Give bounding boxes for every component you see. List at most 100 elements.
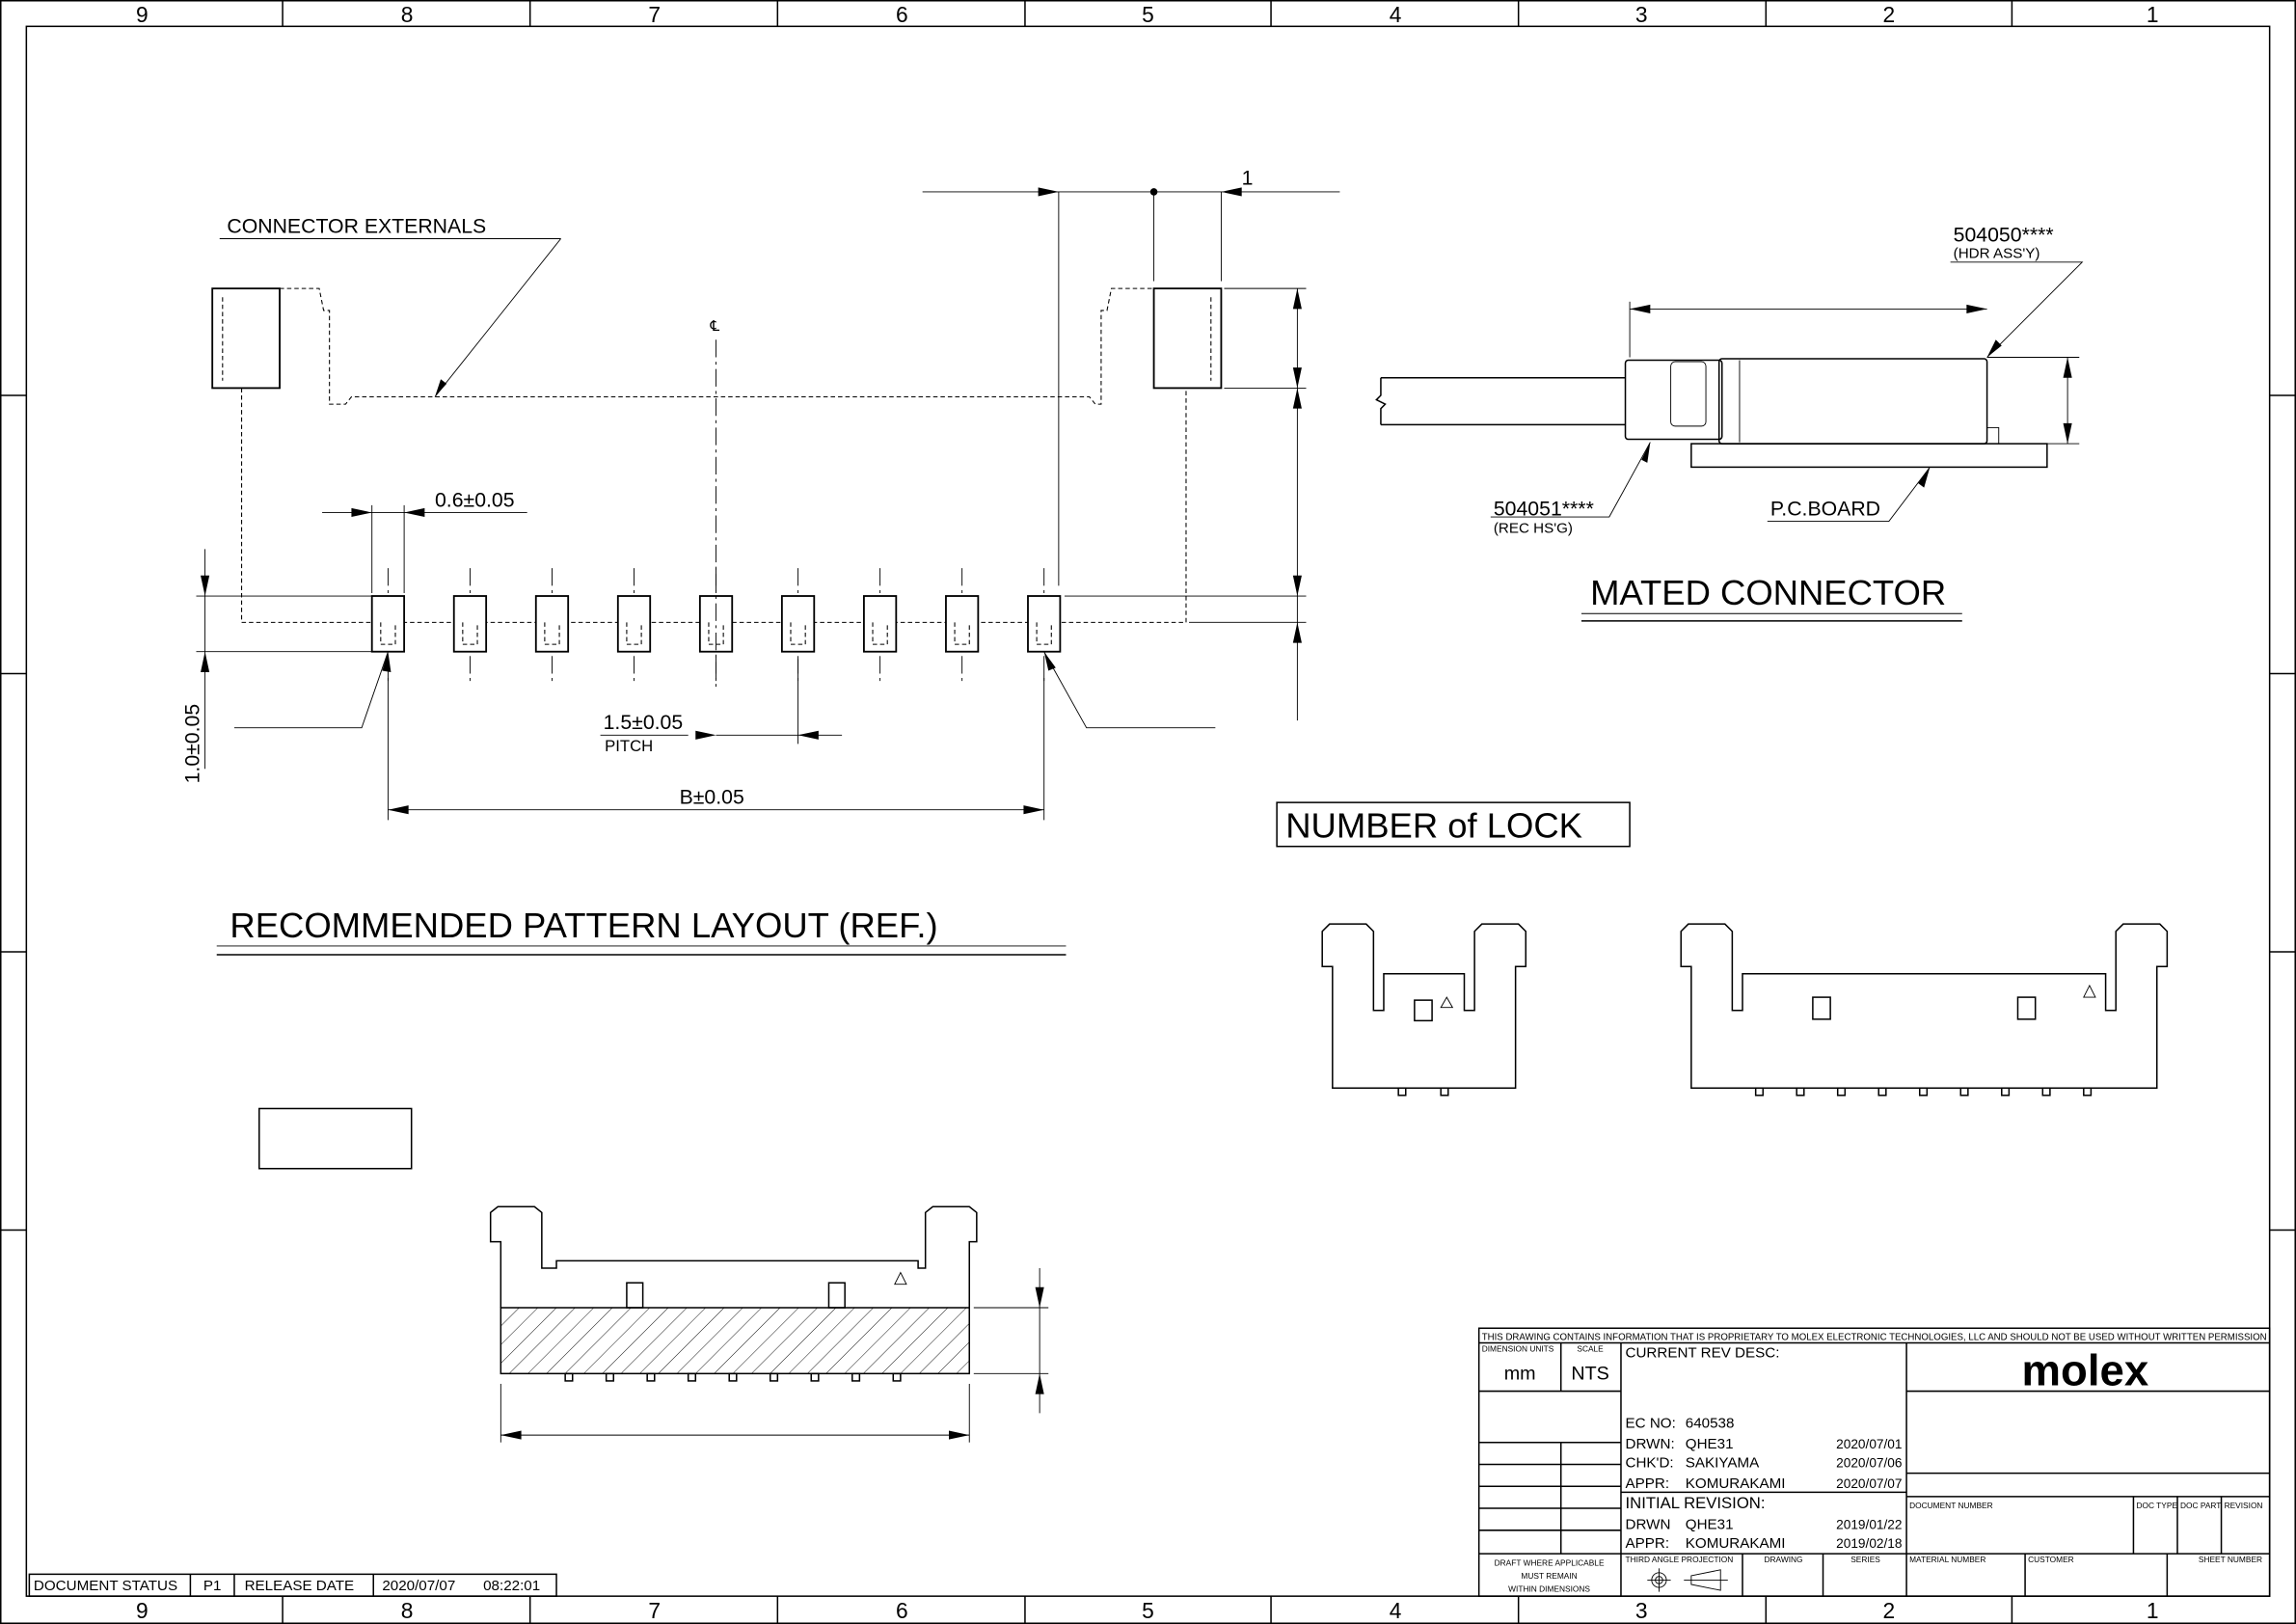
pin <box>1918 1087 1929 1096</box>
zone-label: 1 <box>2147 1598 2159 1623</box>
pin <box>728 1372 738 1382</box>
scale-label: SCALE <box>1577 1344 1604 1354</box>
scale-value: NTS <box>1571 1363 1608 1384</box>
document-status-bar: DOCUMENT STATUS P1 RELEASE DATE 2020/07/… <box>28 1573 557 1597</box>
chkd-date: 2020/07/06 <box>1836 1456 1902 1471</box>
header-part-number: 504050**** <box>1954 224 2054 247</box>
customer-label: CUSTOMER <box>2028 1555 2074 1564</box>
pin <box>646 1372 656 1382</box>
pitch-dimension: 1.5±0.05 <box>604 711 684 734</box>
pin <box>1836 1087 1847 1096</box>
sheet-number-label: SHEET NUMBER <box>2199 1555 2262 1564</box>
zone-label: 8 <box>401 2 414 27</box>
zone-label: 1 <box>2147 2 2159 27</box>
appr-value: KOMURAKAMI <box>1686 1475 1786 1492</box>
pin <box>605 1372 615 1382</box>
current-rev-desc-label: CURRENT REV DESC: <box>1626 1345 1780 1362</box>
ec-no-label: EC NO: <box>1626 1416 1676 1432</box>
drwn-date: 2020/07/01 <box>1836 1437 1902 1451</box>
pin <box>1959 1087 1969 1096</box>
pcb-label: P.C.BOARD <box>1770 498 1880 521</box>
revision-label: REVISION <box>2225 1501 2263 1510</box>
series-label: SERIES <box>1850 1555 1880 1564</box>
zone-label: 3 <box>1635 2 1648 27</box>
pad-length-dimension: 1.0±0.05 <box>181 704 204 784</box>
receptacle-part-number: 504051**** <box>1494 498 1594 521</box>
pin <box>810 1372 820 1382</box>
init-appr-value: KOMURAKAMI <box>1686 1535 1786 1552</box>
dimension-units-label: DIMENSION UNITS <box>1482 1344 1554 1354</box>
offset-dimension: 1 <box>1242 166 1254 189</box>
zone-label: 9 <box>136 1598 149 1623</box>
terminal-outline <box>872 622 888 645</box>
molex-logo: molex <box>2022 1345 2149 1394</box>
material-number-label: MATERIAL NUMBER <box>1909 1555 1985 1564</box>
init-drwn-value: QHE31 <box>1686 1516 1734 1532</box>
mated-connector-title: MATED CONNECTOR <box>1590 573 1946 612</box>
init-drwn-date: 2019/01/22 <box>1836 1517 1902 1531</box>
bottom-connector-view <box>489 1205 1049 1443</box>
pin <box>892 1372 902 1382</box>
signal-pad <box>616 595 652 653</box>
drawing-label: DRAWING <box>1765 1555 1803 1564</box>
pin <box>1796 1087 1805 1096</box>
doc-part-label: DOC PART <box>2180 1501 2221 1510</box>
pitch-label: PITCH <box>605 737 653 755</box>
pattern-layout-view: ℄ CONNECTOR EXTERNALS 0.6±0.05 1.0±0.05 … <box>181 166 1340 956</box>
release-date-value: 2020/07/07 <box>382 1578 455 1594</box>
document-number-label: DOCUMENT NUMBER <box>1909 1501 1993 1510</box>
pattern-layout-title: RECOMMENDED PATTERN LAYOUT (REF.) <box>230 906 937 945</box>
chkd-value: SAKIYAMA <box>1686 1455 1760 1472</box>
document-status-label: DOCUMENT STATUS <box>34 1578 177 1594</box>
draft-note-line-3: WITHIN DIMENSIONS <box>1508 1584 1590 1594</box>
pin <box>564 1372 574 1382</box>
lock-pad-left <box>211 287 281 390</box>
zone-label: 6 <box>896 2 908 27</box>
connector-externals-label: CONNECTOR EXTERNALS <box>227 214 486 237</box>
release-date-label: RELEASE DATE <box>245 1578 355 1594</box>
chkd-label: CHK'D: <box>1626 1455 1674 1472</box>
projection-label: THIRD ANGLE PROJECTION <box>1626 1555 1734 1564</box>
drwn-value: QHE31 <box>1686 1436 1734 1452</box>
pin <box>2083 1087 2093 1096</box>
zone-labels-bottom: 9 8 7 6 5 4 3 2 1 <box>136 1598 2159 1623</box>
zone-label: 8 <box>401 1598 414 1623</box>
initial-revision-label: INITIAL REVISION: <box>1626 1494 1766 1512</box>
mated-connector-view: 504050**** (HDR ASS'Y) 504051**** (REC H… <box>1375 224 2084 622</box>
zone-label: 4 <box>1390 2 1402 27</box>
draft-note-line-2: MUST REMAIN <box>1521 1571 1577 1581</box>
pin <box>2041 1087 2051 1096</box>
signal-pad <box>452 595 488 653</box>
drwn-label: DRWN: <box>1626 1436 1675 1452</box>
header-description: (HDR ASS'Y) <box>1954 245 2040 261</box>
pin <box>2001 1087 2011 1096</box>
zone-label: 2 <box>1883 1598 1896 1623</box>
proprietary-notice: THIS DRAWING CONTAINS INFORMATION THAT I… <box>1482 1332 2267 1342</box>
document-status-value: P1 <box>203 1578 222 1594</box>
empty-note-box <box>258 1107 413 1170</box>
signal-pad <box>945 595 980 653</box>
signal-pad <box>1027 595 1062 653</box>
signal-pad <box>534 595 570 653</box>
connector-outline <box>222 287 1212 623</box>
signal-pad <box>370 595 406 653</box>
zone-label: 7 <box>648 2 661 27</box>
lock-pad-right <box>1152 287 1223 390</box>
terminal-outline <box>544 622 560 645</box>
zone-label: 7 <box>648 1598 661 1623</box>
draft-note-line-1: DRAFT WHERE APPLICABLE <box>1495 1557 1605 1567</box>
zone-label: 3 <box>1635 1598 1648 1623</box>
number-of-lock-section: NUMBER of LOCK <box>1276 801 2169 1096</box>
lock-variant-double <box>1680 923 2169 1096</box>
zone-labels-top: 9 8 7 6 5 4 3 2 1 <box>136 2 2159 27</box>
zone-label: 5 <box>1142 1598 1154 1623</box>
doc-type-label: DOC TYPE <box>2136 1501 2177 1510</box>
zone-label: 9 <box>136 2 149 27</box>
appr-label: APPR: <box>1626 1475 1670 1492</box>
terminal-outline <box>790 622 806 645</box>
pad-width-dimension: 0.6±0.05 <box>435 488 515 511</box>
terminal-outline <box>462 622 478 645</box>
lock-variant-single <box>1321 923 1527 1096</box>
